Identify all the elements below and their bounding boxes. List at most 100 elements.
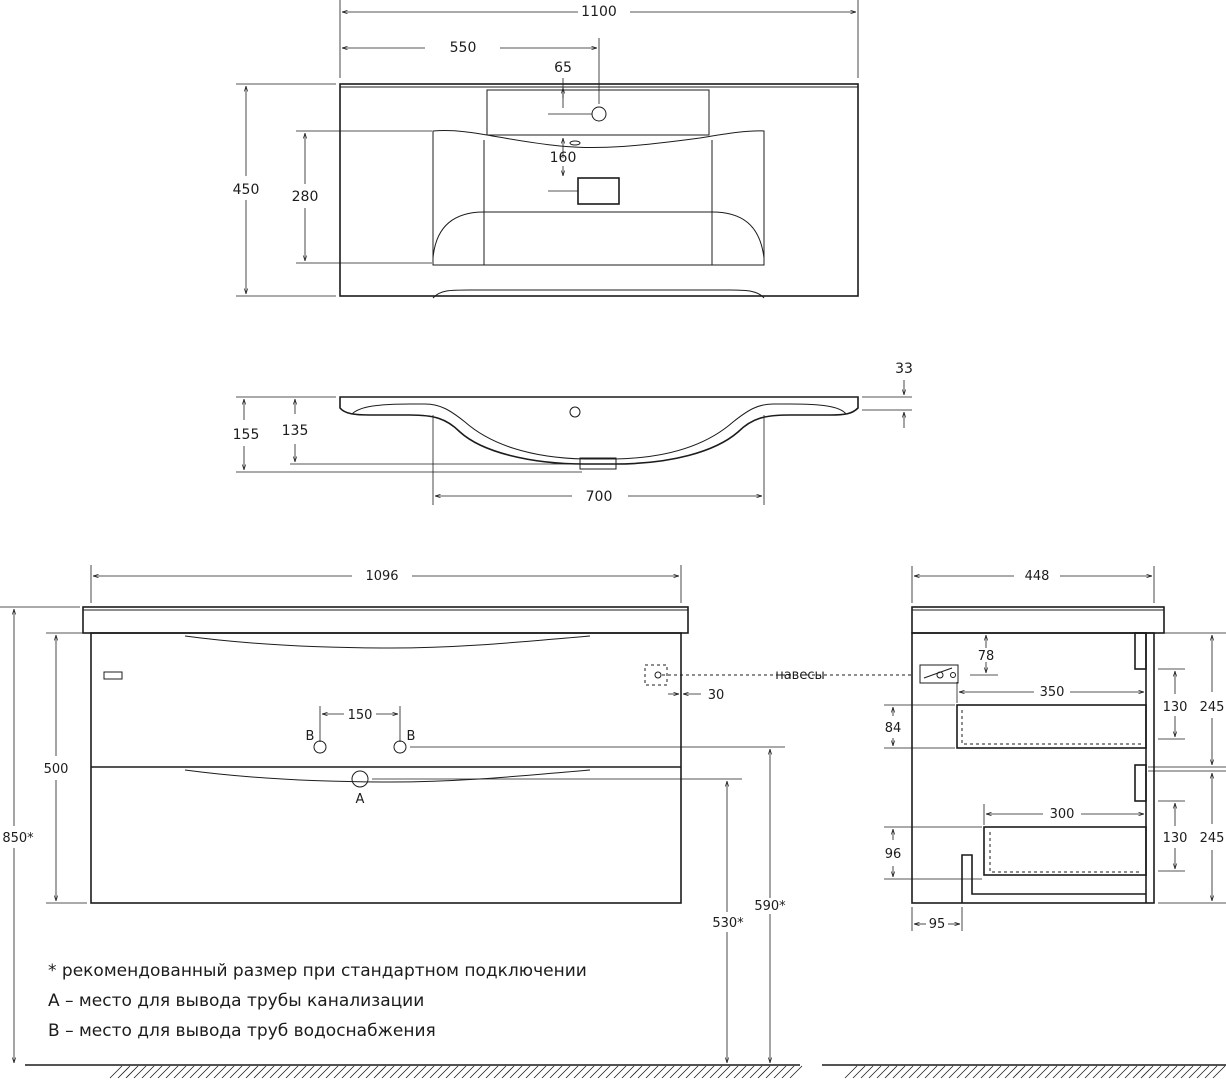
floor-hatch-stroke xyxy=(501,1065,515,1079)
floor-hatch-stroke xyxy=(173,1065,187,1079)
floor-hatch-stroke xyxy=(141,1065,155,1079)
dim-590: 590* xyxy=(754,899,786,914)
floor-hatch-stroke xyxy=(1124,1065,1138,1079)
dim-700: 700 xyxy=(586,489,613,505)
dim-850: 850* xyxy=(2,831,34,846)
floor-hatch-stroke xyxy=(373,1065,387,1079)
floor-hatch-stroke xyxy=(717,1065,731,1079)
floor-hatch-stroke xyxy=(605,1065,619,1079)
water-outlet-left-icon xyxy=(313,740,327,754)
floor-hatch-stroke xyxy=(477,1065,491,1079)
floor-hatch-stroke xyxy=(765,1065,779,1079)
floor-hatch-stroke xyxy=(349,1065,363,1079)
floor-hatch-stroke xyxy=(669,1065,683,1079)
basin-outline xyxy=(339,83,859,297)
floor-hatch-stroke xyxy=(557,1065,571,1079)
floor-hatch-stroke xyxy=(964,1065,978,1079)
overflow-icon xyxy=(569,140,581,146)
floor-hatch-stroke xyxy=(1196,1065,1210,1079)
floor-hatch-stroke xyxy=(245,1065,259,1079)
dim-65: 65 xyxy=(554,60,572,76)
floor-hatch-stroke xyxy=(661,1065,675,1079)
dim-500: 500 xyxy=(44,762,69,777)
marker-b-left: B xyxy=(306,729,315,744)
profile-view: навесы 448 78 350 84 130 245 xyxy=(775,566,1226,1079)
front-countertop xyxy=(82,606,689,634)
floor-hatch-stroke xyxy=(789,1065,803,1079)
dim-1096: 1096 xyxy=(365,569,398,584)
floor-hatch-stroke xyxy=(621,1065,635,1079)
floor-hatch-stroke xyxy=(309,1065,323,1079)
floor-hatch-stroke xyxy=(509,1065,523,1079)
floor-hatch-stroke xyxy=(269,1065,283,1079)
floor-hatch-stroke xyxy=(205,1065,219,1079)
bowl-outline xyxy=(432,130,765,266)
floor-hatch-stroke xyxy=(1084,1065,1098,1079)
dim-150: 150 xyxy=(348,708,373,723)
floor-hatch-left xyxy=(109,1065,803,1079)
floor-hatch-stroke xyxy=(868,1065,882,1079)
plinth xyxy=(961,854,1146,903)
floor-hatch-stroke xyxy=(1180,1065,1194,1079)
floor-hatch-stroke xyxy=(1012,1065,1026,1079)
dim-280: 280 xyxy=(292,189,319,205)
floor-hatch-stroke xyxy=(956,1065,970,1079)
floor-hatch-stroke xyxy=(261,1065,275,1079)
dim-96: 96 xyxy=(885,847,902,862)
floor-hatch-stroke xyxy=(581,1065,595,1079)
floor-hatch-stroke xyxy=(357,1065,371,1079)
floor-hatch-stroke xyxy=(461,1065,475,1079)
drain-icon xyxy=(577,177,620,205)
floor-hatch-stroke xyxy=(693,1065,707,1079)
floor-hatch-stroke xyxy=(876,1065,890,1079)
floor-hatch-stroke xyxy=(1020,1065,1034,1079)
floor-hatch-stroke xyxy=(685,1065,699,1079)
floor-hatch-stroke xyxy=(996,1065,1010,1079)
floor-hatch-stroke xyxy=(589,1065,603,1079)
floor-hatch-stroke xyxy=(1028,1065,1042,1079)
left-hinge-icon xyxy=(103,671,123,680)
dim-78: 78 xyxy=(978,649,995,664)
floor-hatch-stroke xyxy=(1036,1065,1050,1079)
floor-hatch-stroke xyxy=(221,1065,235,1079)
floor-hatch-stroke xyxy=(1116,1065,1130,1079)
floor-hatch-stroke xyxy=(844,1065,858,1079)
floor-hatch-stroke xyxy=(1076,1065,1090,1079)
floor-hatch-stroke xyxy=(197,1065,211,1079)
floor-hatch-stroke xyxy=(781,1065,795,1079)
dim-550: 550 xyxy=(450,40,477,56)
floor-hatch-stroke xyxy=(485,1065,499,1079)
floor-hatch-stroke xyxy=(149,1065,163,1079)
floor-hatch-stroke xyxy=(725,1065,739,1079)
floor-hatch-stroke xyxy=(533,1065,547,1079)
note-water: В – место для вывода труб водоснабжения xyxy=(48,1021,436,1041)
dim-350: 350 xyxy=(1040,685,1065,700)
floor-hatch-stroke xyxy=(181,1065,195,1079)
floor-hatch-stroke xyxy=(1044,1065,1058,1079)
floor-hatch-stroke xyxy=(1060,1065,1074,1079)
floor-hatch-stroke xyxy=(908,1065,922,1079)
dim-95: 95 xyxy=(929,917,946,932)
floor-hatch-stroke xyxy=(437,1065,451,1079)
floor-hatch-stroke xyxy=(157,1065,171,1079)
floor-hatch-stroke xyxy=(900,1065,914,1079)
floor-hatch-stroke xyxy=(892,1065,906,1079)
dim-30: 30 xyxy=(708,688,725,703)
dim-130-lower: 130 xyxy=(1163,831,1188,846)
dim-84: 84 xyxy=(885,721,902,736)
floor-hatch-stroke xyxy=(653,1065,667,1079)
water-outlet-right-icon xyxy=(393,740,407,754)
note-recommended: * рекомендованный размер при стандартном… xyxy=(48,961,587,981)
floor-hatch-stroke xyxy=(1132,1065,1146,1079)
floor-hatch-stroke xyxy=(549,1065,563,1079)
floor-hatch-stroke xyxy=(109,1065,123,1079)
floor-hatch-stroke xyxy=(677,1065,691,1079)
faucet-hole-icon xyxy=(591,106,607,122)
floor-hatch-stroke xyxy=(733,1065,747,1079)
floor-hatch-stroke xyxy=(980,1065,994,1079)
floor-hatch-stroke xyxy=(1092,1065,1106,1079)
right-hinge-icon xyxy=(644,664,668,686)
floor-hatch-stroke xyxy=(317,1065,331,1079)
floor-hatch-stroke xyxy=(237,1065,251,1079)
